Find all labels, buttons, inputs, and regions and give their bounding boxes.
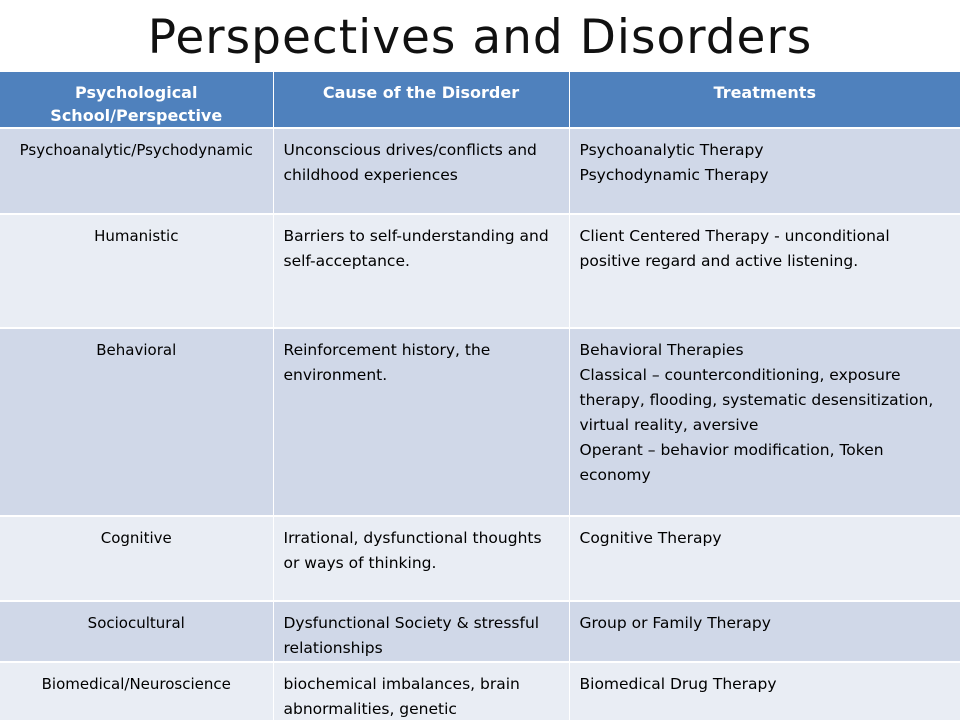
cause-cell: Dysfunctional Society & stressful relati… [273, 600, 570, 662]
treatment-cell: Group or Family Therapy [569, 600, 960, 662]
cause-cell: Barriers to self-understanding and self-… [273, 213, 570, 328]
treatment-cell: Biomedical Drug Therapy [569, 661, 960, 720]
treatment-cell: Psychoanalytic Therapy Psychodynamic The… [569, 127, 960, 214]
table-header-row: Psychological School/Perspective Cause o… [0, 72, 960, 128]
treatment-cell: Behavioral Therapies Classical – counter… [569, 327, 960, 516]
cause-cell: biochemical imbalances, brain abnormalit… [273, 661, 570, 720]
cause-cell: Reinforcement history, the environment. [273, 327, 570, 516]
perspectives-table-container: Psychological School/Perspective Cause o… [0, 72, 960, 720]
slide-title: Perspectives and Disorders [147, 10, 813, 65]
treatment-cell: Cognitive Therapy [569, 515, 960, 601]
perspective-cell: Sociocultural [0, 600, 274, 662]
treatment-cell: Client Centered Therapy - unconditional … [569, 213, 960, 328]
perspective-cell: Behavioral [0, 327, 274, 516]
cause-cell: Irrational, dysfunctional thoughts or wa… [273, 515, 570, 601]
perspective-cell: Humanistic [0, 213, 274, 328]
cause-cell: Unconscious drives/conflicts and childho… [273, 127, 570, 214]
header-perspective: Psychological School/Perspective [0, 72, 274, 128]
table-row: Biomedical/Neuroscience biochemical imba… [0, 661, 960, 720]
header-cause: Cause of the Disorder [273, 72, 570, 128]
perspectives-table: Psychological School/Perspective Cause o… [0, 72, 960, 720]
table-row: Psychoanalytic/Psychodynamic Unconscious… [0, 127, 960, 214]
table-row: Sociocultural Dysfunctional Society & st… [0, 600, 960, 662]
perspective-cell: Biomedical/Neuroscience [0, 661, 274, 720]
table-row: Behavioral Reinforcement history, the en… [0, 327, 960, 516]
perspective-cell: Psychoanalytic/Psychodynamic [0, 127, 274, 214]
perspective-cell: Cognitive [0, 515, 274, 601]
table-row: Humanistic Barriers to self-understandin… [0, 213, 960, 328]
header-treatments: Treatments [569, 72, 960, 128]
table-row: Cognitive Irrational, dysfunctional thou… [0, 515, 960, 601]
